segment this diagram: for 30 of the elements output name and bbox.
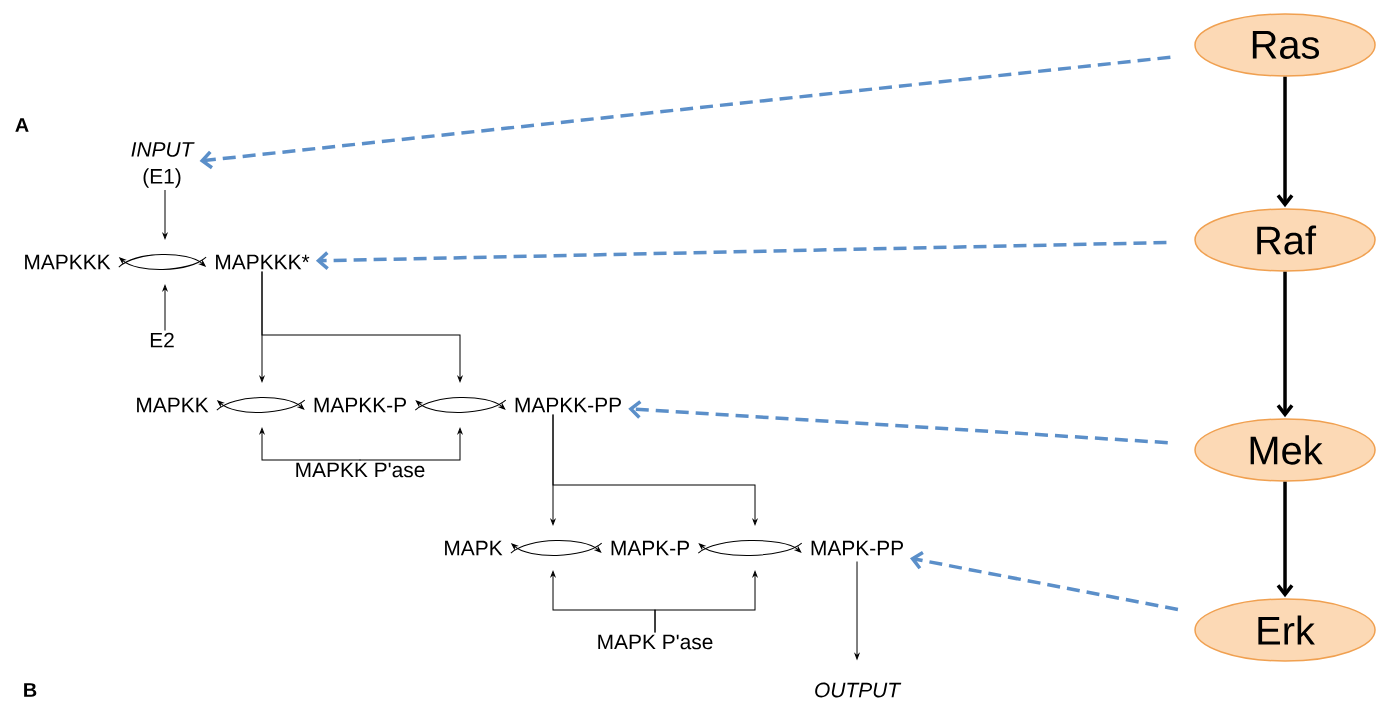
enzyme-arrow bbox=[654, 570, 758, 633]
species-label: MAPK-P bbox=[611, 540, 689, 556]
dashed-arrow bbox=[199, 55, 1171, 170]
output-label: OUTPUT bbox=[815, 682, 902, 698]
dashed-arrow bbox=[628, 400, 1168, 445]
dashed-arrow bbox=[909, 551, 1179, 612]
arrow bbox=[1276, 76, 1294, 208]
species-label: MAPKKK* bbox=[216, 254, 310, 270]
species-label: MAPKK-PP bbox=[515, 397, 621, 413]
panel-letter: A bbox=[15, 118, 29, 132]
species-label: MAPK bbox=[445, 540, 503, 556]
enzyme-arrow bbox=[259, 427, 361, 461]
species-label: MAPKK P'ase bbox=[296, 462, 425, 478]
species-label: MAPKK-P bbox=[314, 397, 406, 413]
enzyme-arrow bbox=[261, 270, 463, 383]
enzyme-arrow bbox=[162, 284, 168, 331]
dashed-arrow bbox=[315, 240, 1167, 270]
species-label: MAPK-PP bbox=[811, 540, 903, 556]
species-label: E2 bbox=[150, 332, 174, 348]
arrow bbox=[1276, 481, 1294, 598]
species-label: MAPKKK bbox=[25, 254, 111, 270]
panel-letter: B bbox=[24, 683, 37, 697]
arrow bbox=[1276, 271, 1294, 418]
enzyme-arrow bbox=[359, 427, 463, 461]
species-label: MAPK P'ase bbox=[598, 634, 713, 650]
arrow bbox=[854, 560, 860, 660]
species-label: MAPKK bbox=[137, 397, 209, 413]
enzyme-arrow bbox=[552, 413, 758, 526]
enzyme-arrow bbox=[162, 189, 168, 240]
input-label: INPUT (E1) bbox=[131, 142, 195, 188]
